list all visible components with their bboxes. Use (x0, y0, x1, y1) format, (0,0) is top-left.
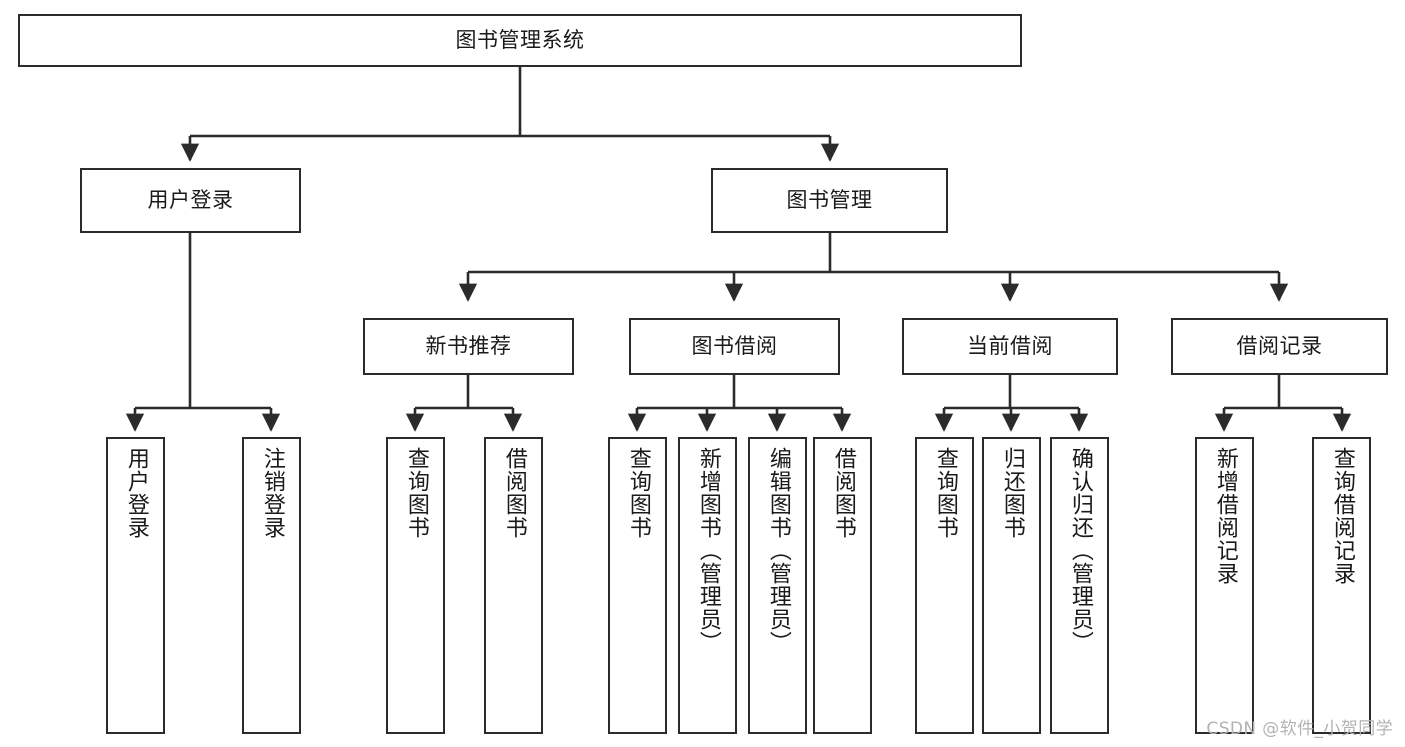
leaf-query-borrow-record-label: 查询借阅记录 (1329, 447, 1355, 585)
leaf-edit-book-admin[interactable]: 编辑图书（管理员） (748, 437, 807, 734)
leaf-query-book-current-label: 查询图书 (932, 447, 958, 539)
leaf-borrow-book[interactable]: 借阅图书 (813, 437, 872, 734)
node-book-borrow[interactable]: 图书借阅 (629, 318, 840, 375)
node-borrow-record-label: 借阅记录 (1236, 334, 1323, 359)
node-new-book-recommend-label: 新书推荐 (425, 334, 512, 359)
leaf-confirm-return-admin-label: 确认归还（管理员） (1067, 447, 1093, 654)
leaf-query-book-recommend-label: 查询图书 (403, 447, 429, 539)
node-user-login[interactable]: 用户登录 (80, 168, 301, 233)
node-root[interactable]: 图书管理系统 (18, 14, 1022, 67)
leaf-query-book-borrow[interactable]: 查询图书 (608, 437, 667, 734)
node-current-borrow-label: 当前借阅 (967, 334, 1053, 359)
leaf-query-book-borrow-label: 查询图书 (625, 447, 651, 539)
node-book-management[interactable]: 图书管理 (711, 168, 948, 233)
leaf-borrow-book-recommend-label: 借阅图书 (501, 447, 527, 539)
leaf-add-book-admin-label: 新增图书（管理员） (695, 447, 721, 654)
leaf-query-book-recommend[interactable]: 查询图书 (386, 437, 445, 734)
leaf-borrow-book-label: 借阅图书 (830, 447, 856, 539)
leaf-return-book[interactable]: 归还图书 (982, 437, 1041, 734)
leaf-logout[interactable]: 注销登录 (242, 437, 301, 734)
leaf-user-login-label: 用户登录 (123, 447, 149, 539)
leaf-query-book-current[interactable]: 查询图书 (915, 437, 974, 734)
leaf-edit-book-admin-label: 编辑图书（管理员） (765, 447, 791, 654)
node-root-label: 图书管理系统 (455, 28, 585, 53)
leaf-user-login[interactable]: 用户登录 (106, 437, 165, 734)
node-borrow-record[interactable]: 借阅记录 (1171, 318, 1388, 375)
leaf-add-borrow-record-label: 新增借阅记录 (1212, 447, 1238, 585)
node-current-borrow[interactable]: 当前借阅 (902, 318, 1118, 375)
node-new-book-recommend[interactable]: 新书推荐 (363, 318, 574, 375)
leaf-borrow-book-recommend[interactable]: 借阅图书 (484, 437, 543, 734)
node-book-borrow-label: 图书借阅 (691, 334, 778, 359)
leaf-query-borrow-record[interactable]: 查询借阅记录 (1312, 437, 1371, 734)
leaf-return-book-label: 归还图书 (999, 447, 1025, 539)
leaf-add-book-admin[interactable]: 新增图书（管理员） (678, 437, 737, 734)
leaf-confirm-return-admin[interactable]: 确认归还（管理员） (1050, 437, 1109, 734)
node-user-login-label: 用户登录 (147, 188, 234, 213)
node-book-management-label: 图书管理 (786, 188, 873, 213)
leaf-logout-label: 注销登录 (259, 447, 285, 539)
leaf-add-borrow-record[interactable]: 新增借阅记录 (1195, 437, 1254, 734)
